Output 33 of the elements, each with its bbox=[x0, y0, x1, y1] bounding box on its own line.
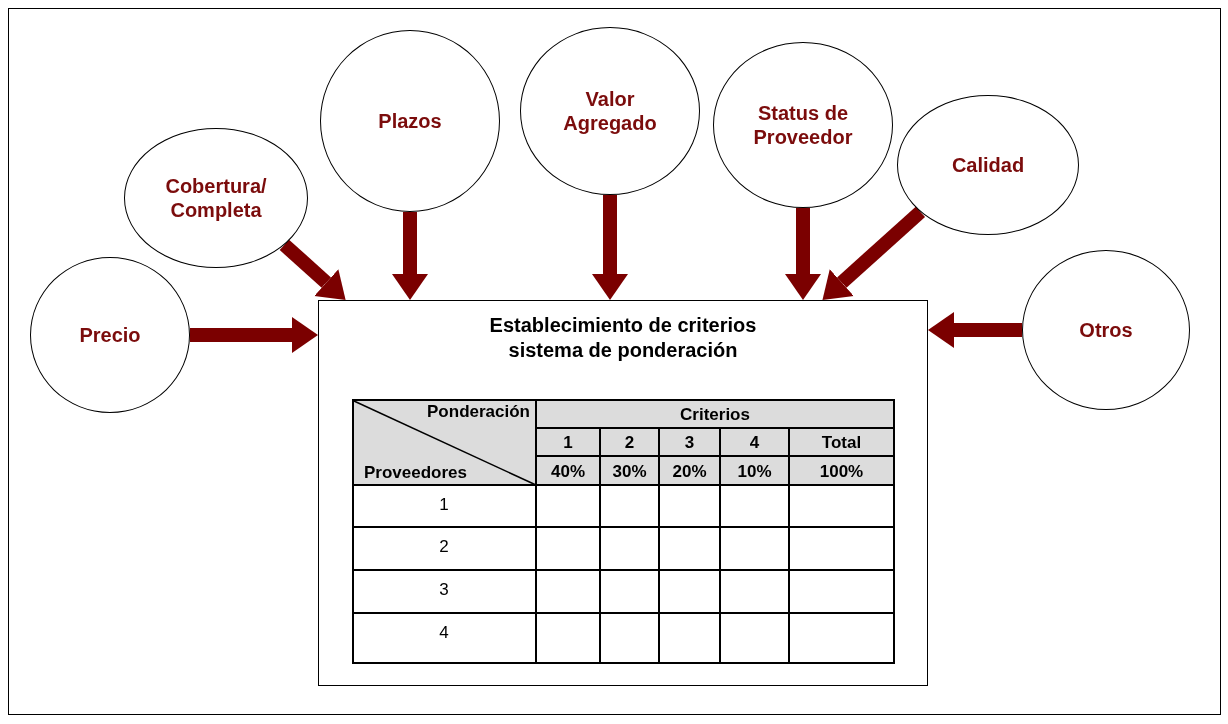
column-header: Proveedores bbox=[364, 463, 467, 483]
criterion-label: Cobertura/ Completa bbox=[164, 174, 268, 222]
row-number: 4 bbox=[439, 623, 449, 643]
criterion-label: Otros bbox=[1078, 318, 1134, 342]
column-header: Criterios bbox=[680, 404, 750, 425]
criterion-label: Plazos bbox=[377, 109, 443, 133]
column-header: 2 bbox=[624, 433, 635, 453]
column-header: 3 bbox=[684, 433, 695, 453]
criterion-label: Precio bbox=[78, 323, 142, 347]
column-header: 40% bbox=[551, 461, 585, 482]
column-header: 30% bbox=[612, 461, 647, 482]
column-header: Ponderación bbox=[427, 402, 530, 422]
arrow bbox=[190, 317, 318, 353]
row-number: 2 bbox=[439, 537, 449, 557]
column-header: 1 bbox=[563, 433, 573, 453]
column-header: 100% bbox=[819, 461, 864, 482]
criteria-panel bbox=[318, 300, 928, 686]
row-number: 1 bbox=[439, 495, 449, 515]
row-number: 3 bbox=[439, 580, 449, 600]
column-header: 10% bbox=[737, 461, 772, 482]
arrow bbox=[928, 312, 1022, 348]
arrow bbox=[785, 208, 821, 300]
criterion-label: Calidad bbox=[950, 153, 1026, 177]
column-header: 20% bbox=[672, 461, 707, 482]
panel-title: Establecimiento de criterios sistema de ponderación bbox=[488, 313, 758, 363]
column-header: 4 bbox=[749, 433, 760, 453]
arrow bbox=[822, 206, 926, 300]
column-header: Total bbox=[821, 433, 862, 453]
arrow bbox=[279, 239, 346, 300]
arrow bbox=[592, 195, 628, 300]
criterion-label: Valor Agregado bbox=[562, 87, 658, 135]
criterion-label: Status de Proveedor bbox=[752, 101, 854, 149]
arrow bbox=[392, 212, 428, 300]
